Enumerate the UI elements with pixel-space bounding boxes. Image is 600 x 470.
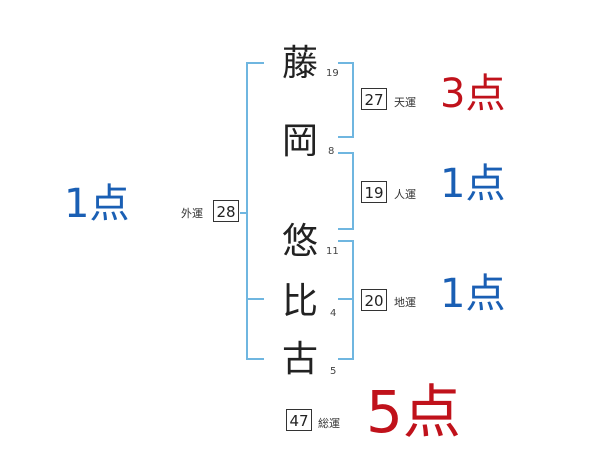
jinkaku-value-box: 19 bbox=[361, 181, 387, 203]
soukaku-label: 総運 bbox=[318, 417, 340, 430]
name-char-3: 悠 bbox=[281, 221, 318, 262]
stroke-count-2: 8 bbox=[328, 146, 335, 157]
chikaku-bracket-tick bbox=[338, 298, 354, 300]
name-char-5: 古 bbox=[281, 339, 318, 380]
outer-bracket-tick bbox=[246, 298, 264, 300]
soukaku-value-box: 47 bbox=[286, 409, 312, 431]
tenkaku-label: 天運 bbox=[394, 96, 416, 109]
outer-bracket-connector bbox=[240, 212, 248, 214]
name-char-1: 藤 bbox=[281, 43, 318, 84]
chikaku-bracket bbox=[338, 240, 354, 360]
stroke-count-3: 11 bbox=[326, 246, 339, 257]
stroke-count-5: 5 bbox=[330, 366, 337, 377]
tenkaku-value-box: 27 bbox=[361, 88, 387, 110]
chikaku-score: 1点 bbox=[440, 271, 506, 317]
stroke-count-4: 4 bbox=[330, 308, 337, 319]
name-char-2: 岡 bbox=[281, 121, 318, 162]
chikaku-label: 地運 bbox=[394, 296, 416, 309]
tenkaku-bracket bbox=[338, 62, 354, 138]
name-char-4: 比 bbox=[281, 281, 318, 322]
jinkaku-score: 1点 bbox=[440, 161, 506, 207]
chikaku-value-box: 20 bbox=[361, 289, 387, 311]
tenkaku-score: 3点 bbox=[440, 71, 506, 117]
soukaku-score: 5点 bbox=[366, 378, 461, 446]
gaikaku-score: 1点 bbox=[64, 181, 130, 227]
jinkaku-label: 人運 bbox=[394, 188, 416, 201]
stroke-count-1: 19 bbox=[326, 68, 339, 79]
gaikaku-label: 外運 bbox=[181, 207, 203, 220]
jinkaku-bracket bbox=[338, 152, 354, 230]
gaikaku-value-box: 28 bbox=[213, 200, 239, 222]
outer-bracket bbox=[246, 62, 264, 360]
